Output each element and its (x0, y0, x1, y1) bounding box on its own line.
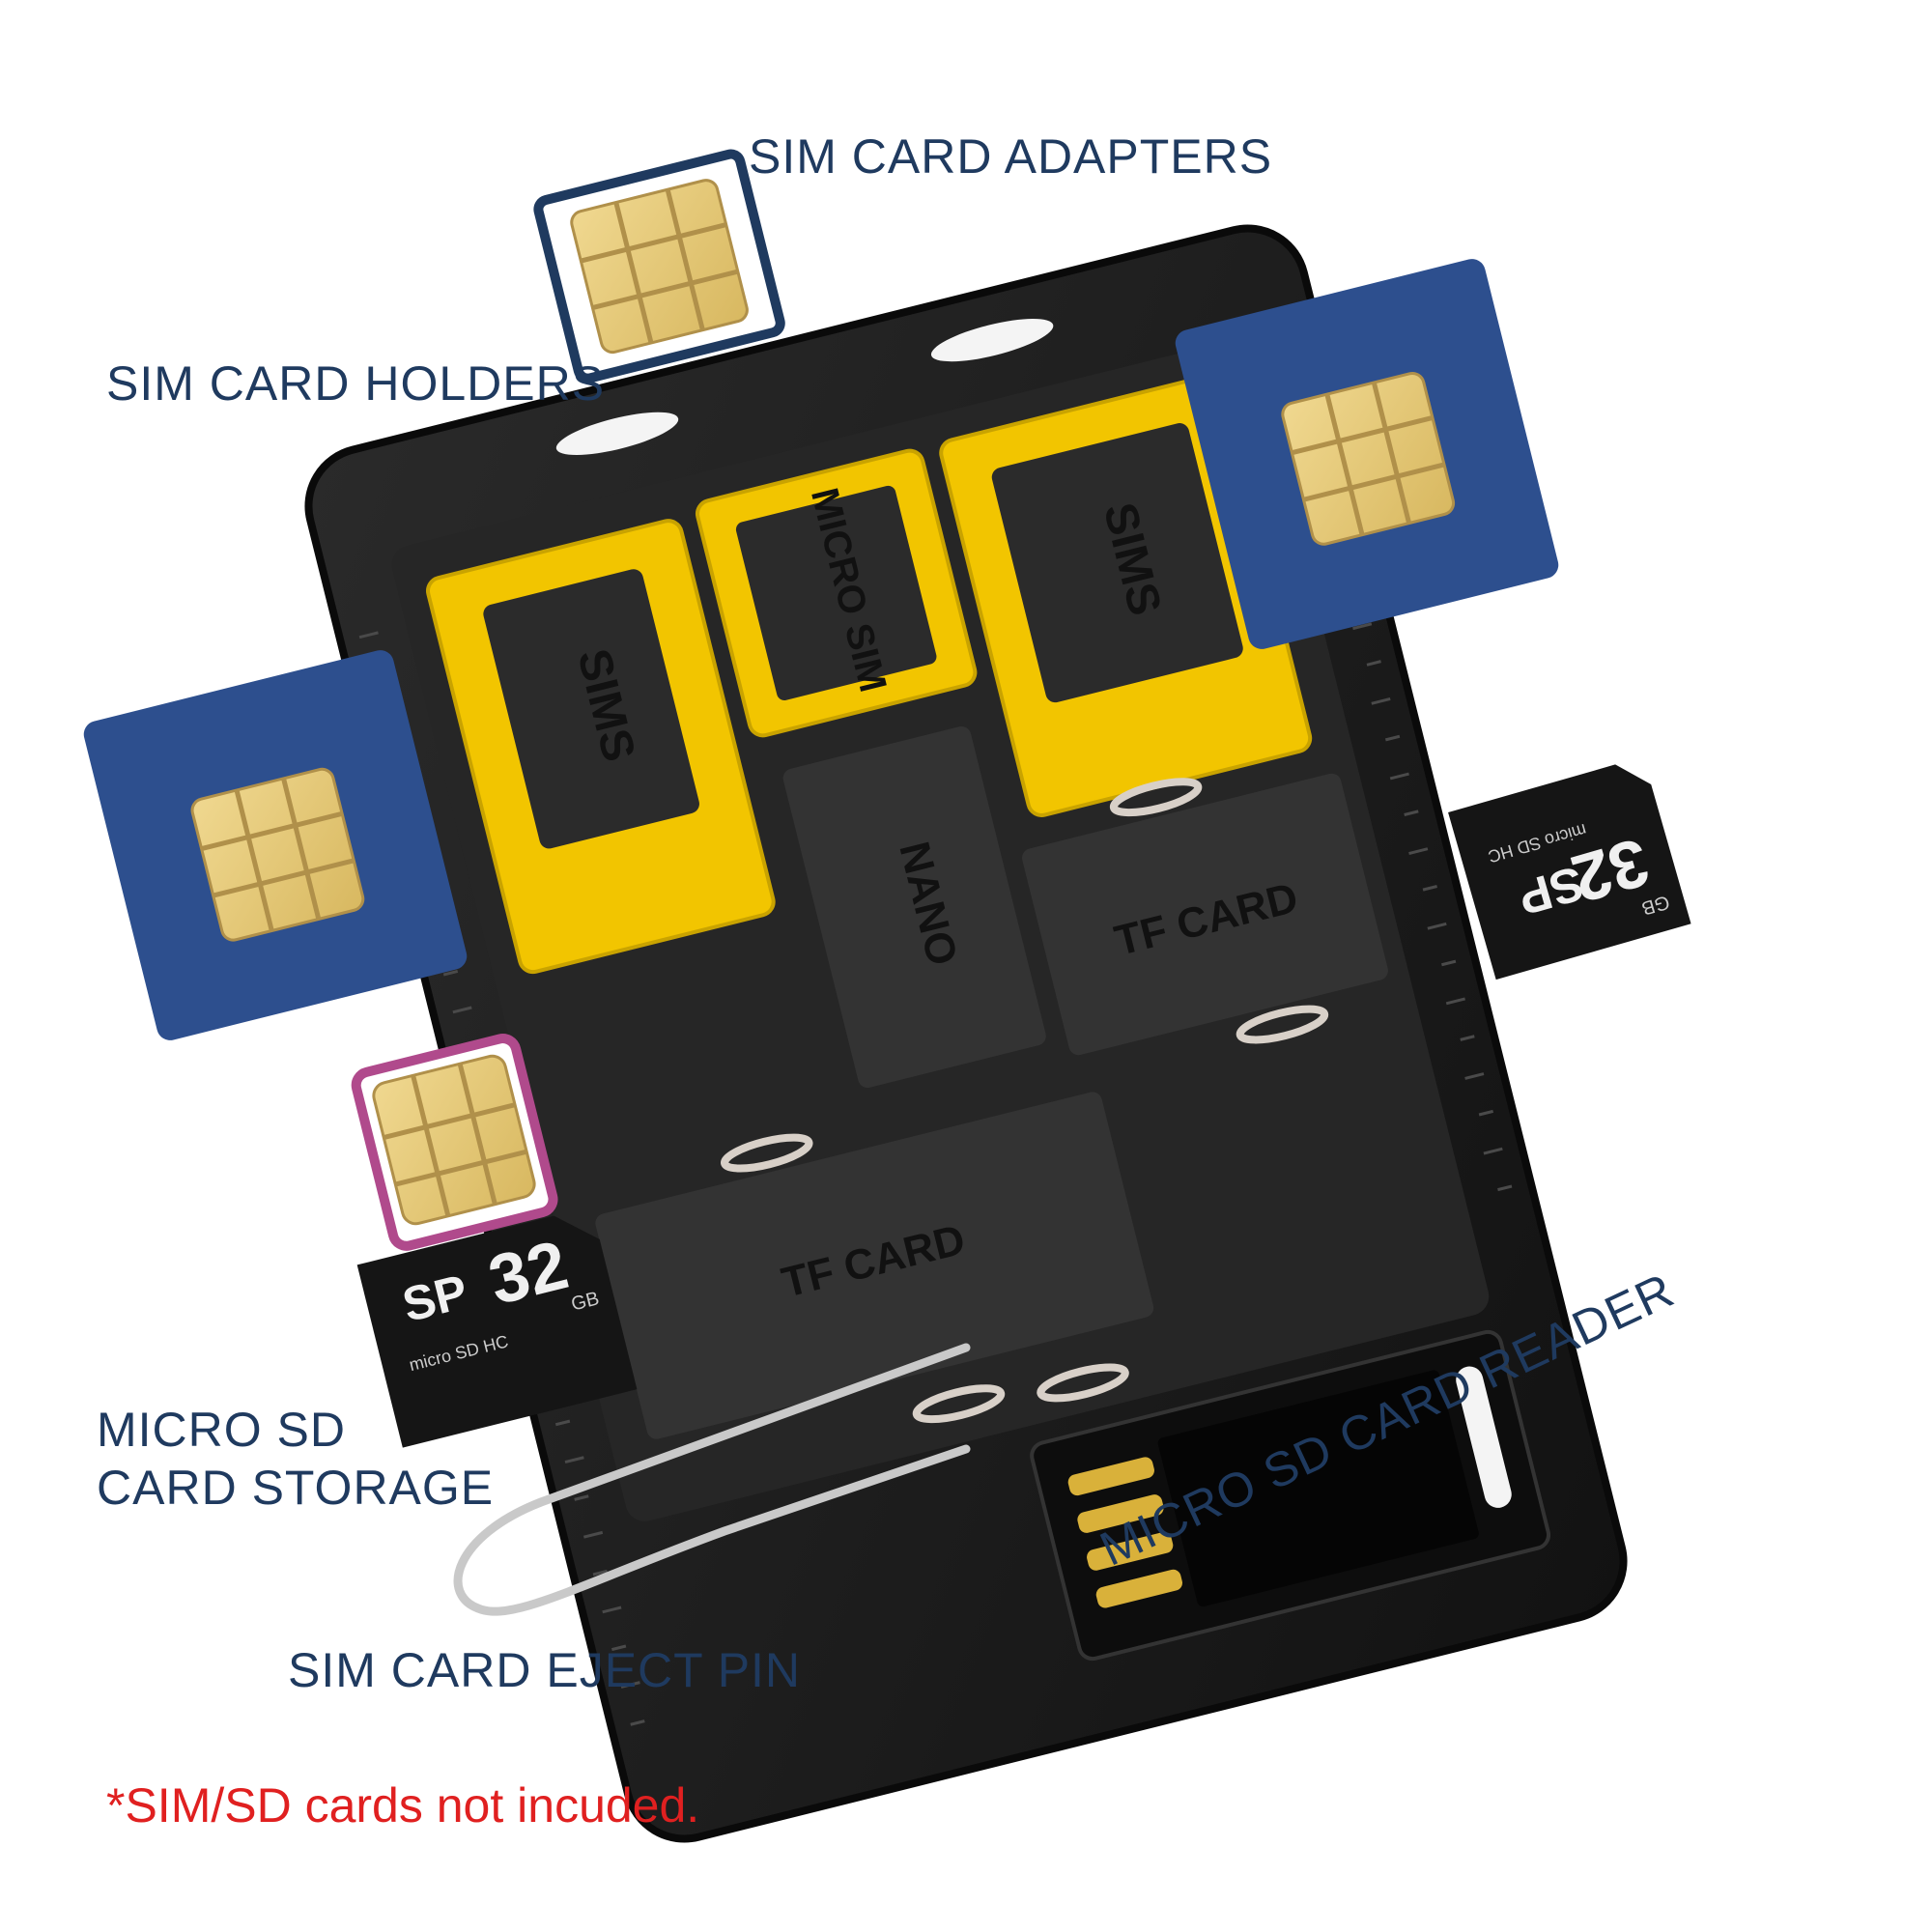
clip (1236, 1005, 1329, 1044)
slot-nano (782, 725, 1046, 1089)
label-micro-sd-storage-line1: MICRO SD (97, 1403, 346, 1457)
label-micro-sd-storage: MICRO SD CARD STORAGE (97, 1401, 494, 1517)
slot-tf-upper (1022, 773, 1388, 1056)
clip (1109, 778, 1203, 817)
micro-sd-card-reader (1030, 1329, 1551, 1662)
label-sim-card-adapters: SIM CARD ADAPTERS (749, 129, 1273, 184)
clip (1037, 1363, 1129, 1403)
label-sim-card-holders: SIM CARD HOLDERS (106, 356, 606, 411)
label-micro-sd-storage-line2: CARD STORAGE (97, 1461, 495, 1515)
sd-capacity-left: 32 (481, 1226, 575, 1320)
slot-tf-lower (595, 1092, 1154, 1439)
sim-adapter-middle: MICRO SIM (695, 448, 978, 738)
top-slot-hole-right (930, 319, 1054, 362)
clip (721, 1133, 813, 1173)
sim-card-standard-left (83, 650, 468, 1040)
top-slot-hole-left (555, 412, 679, 455)
sim-card-standard-right (1175, 259, 1559, 649)
sim-adapter-left: SIMS (426, 519, 776, 975)
sim-card-micro-blue (533, 149, 785, 384)
clip (912, 1384, 1006, 1424)
micro-sd-card-left: SP 32 GB micro SD HC (356, 1215, 638, 1448)
sim-eject-pin (453, 1343, 971, 1616)
sim-card-nano (351, 1034, 558, 1251)
micro-sd-card-right: SP 32 GB micro SD HC (1448, 764, 1691, 980)
disclaimer-note: *SIM/SD cards not incuded. (106, 1778, 700, 1833)
label-sim-eject-pin: SIM CARD EJECT PIN (288, 1643, 802, 1697)
